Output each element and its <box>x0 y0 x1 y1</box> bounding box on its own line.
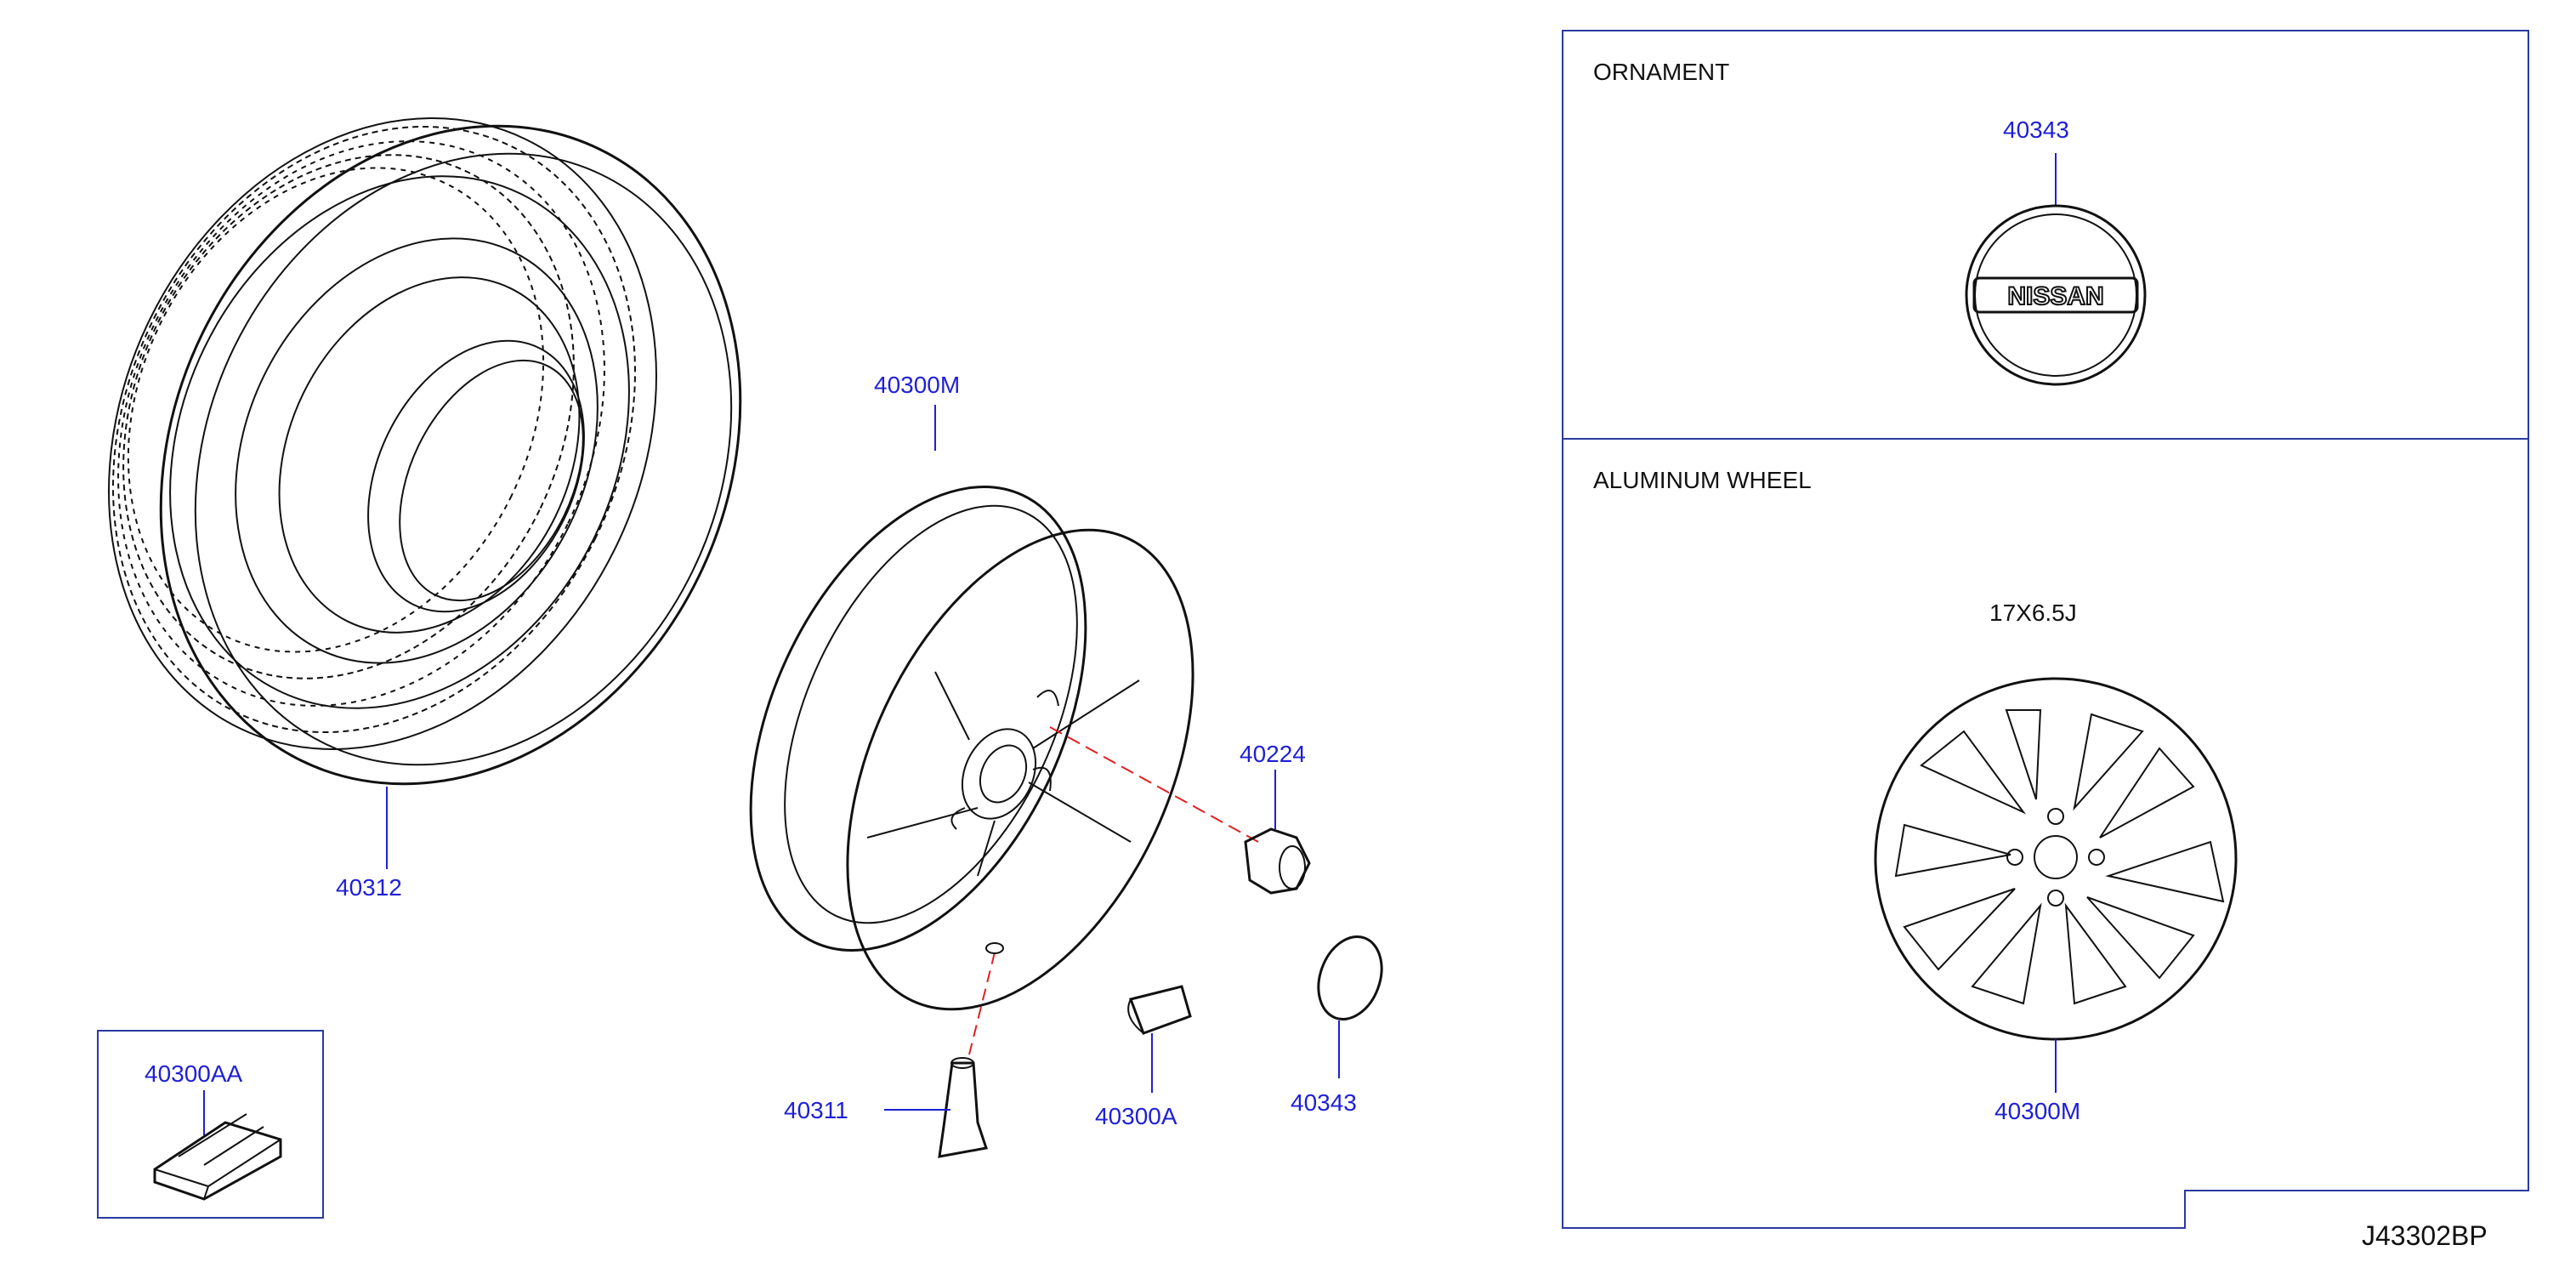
wheel-illustration <box>749 486 1194 1011</box>
tire-illustration <box>108 117 742 786</box>
aluminum-wheel-panel-title: ALUMINUM WHEEL <box>1593 467 1812 493</box>
center-cap-illustration <box>1317 935 1383 1020</box>
valve-hole <box>985 942 1004 954</box>
emblem-text: NISSAN <box>2007 282 2103 310</box>
right-panel-frame <box>1562 30 2529 1229</box>
aluminum-wheel-part-label[interactable]: 40300M <box>1994 1098 2080 1124</box>
balance-weight-illustration <box>1127 985 1192 1035</box>
wheel-size-label: 17X6.5J <box>1989 600 2077 626</box>
wheel-part-label[interactable]: 40300M <box>874 372 960 398</box>
lug-nut-illustration <box>1244 827 1311 895</box>
lug-nut-part-label[interactable]: 40224 <box>1240 741 1306 767</box>
weight-kit-part-label[interactable]: 40300AA <box>145 1060 243 1087</box>
valve-part-label[interactable]: 40311 <box>784 1097 848 1123</box>
weight-part-label[interactable]: 40300A <box>1095 1103 1177 1129</box>
ornament-panel-title: ORNAMENT <box>1593 59 1729 85</box>
tire-part-label[interactable]: 40312 <box>336 874 402 901</box>
cap-part-label[interactable]: 40343 <box>1291 1089 1357 1116</box>
nissan-emblem-illustration: NISSAN <box>1965 204 2147 386</box>
valve-illustration <box>938 1057 988 1158</box>
lug-centerline <box>1049 726 1259 843</box>
ornament-part-label[interactable]: 40343 <box>2003 117 2069 143</box>
weight-kit-illustration <box>153 1113 282 1201</box>
weight-kit-box <box>97 1030 324 1219</box>
aluminum-wheel-illustration <box>1874 677 2238 1041</box>
diagram-code: J43302BP <box>2362 1220 2488 1251</box>
